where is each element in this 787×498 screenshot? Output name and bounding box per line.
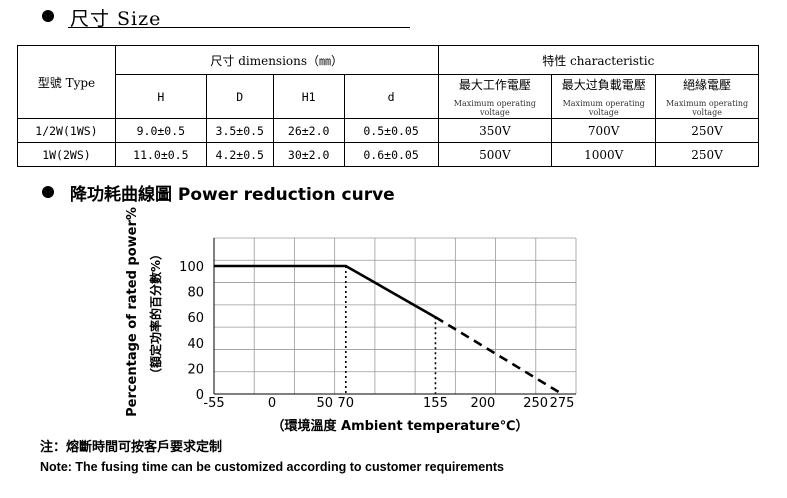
characteristic-header: 特性 characteristic [437, 45, 760, 75]
note-english: Note: The fusing time can be customized … [40, 460, 504, 474]
y-tick-labels: 0 20 40 60 80 100 [179, 260, 204, 403]
dim-col-h: H [114, 74, 207, 119]
chart-guides [345, 266, 437, 394]
char-col-label: 最大过負載電壓 [561, 78, 646, 92]
y-tick-label: 60 [187, 311, 204, 326]
cell-insulation-voltage: 250V [655, 118, 759, 143]
x-tick-label: 50 [316, 396, 333, 411]
derating-line-dashed [434, 316, 563, 396]
cell-d: 4.2±0.5 [205, 142, 274, 167]
section-title-curve: 降功耗曲線圖 Power reduction curve [70, 185, 395, 205]
dim-col-d: D [205, 74, 274, 119]
char-col-max-voltage: 最大工作電壓 Maximum operating voltage [437, 74, 553, 119]
char-col-sub: Maximum operating voltage [453, 99, 537, 117]
x-axis-label: （環境溫度 Ambient temperature℃） [271, 418, 528, 434]
char-col-sub: Maximum operating voltage [562, 99, 645, 117]
x-tick-label: 70 [338, 396, 355, 411]
cell-overload-voltage: 1000V [551, 142, 657, 167]
chart-grid [213, 237, 577, 395]
chart-lines [214, 264, 563, 396]
x-tick-label: 275 [550, 396, 575, 411]
cell-max-voltage: 350V [437, 118, 553, 143]
cell-h1: 30±2.0 [272, 142, 345, 167]
y-axis-label-cn: （額定功率的百分數%） [148, 248, 163, 380]
dim-col-wire-d: d [343, 74, 439, 119]
cell-h: 11.0±0.5 [114, 142, 207, 167]
title-underline [68, 27, 410, 28]
cell-d: 3.5±0.5 [205, 118, 274, 143]
bullet-icon [42, 10, 54, 22]
x-tick-label: 250 [523, 396, 548, 411]
char-col-overload-voltage: 最大过負載電壓 Maximum operating voltage [551, 74, 657, 119]
y-tick-label: 80 [187, 286, 204, 301]
cell-h1: 26±2.0 [272, 118, 345, 143]
char-col-insulation-voltage: 絕緣電壓 Maximum operating voltage [655, 74, 759, 119]
cell-overload-voltage: 700V [551, 118, 657, 143]
char-col-label: 絕緣電壓 [683, 78, 732, 92]
dim-col-h1: H1 [272, 74, 345, 119]
y-tick-label: 20 [187, 362, 204, 377]
cell-wire-d: 0.6±0.05 [343, 142, 439, 167]
cell-type: 1W(2WS) [17, 142, 116, 167]
dimensions-header: 尺寸 dimensions（㎜） [114, 45, 439, 75]
derating-line-solid [214, 264, 437, 319]
spec-table: 型號 Type 尺寸 dimensions（㎜） 特性 characterist… [17, 45, 760, 167]
char-col-label: 最大工作電壓 [458, 78, 531, 92]
cell-max-voltage: 500V [437, 142, 553, 167]
x-tick-label: 200 [470, 396, 495, 411]
y-tick-label: 0 [196, 388, 204, 403]
bullet-icon [42, 186, 54, 198]
table-row: 1/2W(1WS) 9.0±0.5 3.5±0.5 26±2.0 0.5±0.0… [17, 118, 759, 143]
y-tick-label: 40 [187, 337, 204, 352]
char-col-sub: Maximum operating voltage [665, 99, 749, 117]
x-tick-label: -55 [203, 396, 224, 411]
type-header: 型號 Type [17, 45, 116, 119]
cell-h: 9.0±0.5 [114, 118, 207, 143]
cell-insulation-voltage: 250V [655, 142, 759, 167]
y-tick-label: 100 [179, 260, 204, 275]
x-tick-label: 0 [268, 396, 276, 411]
cell-wire-d: 0.5±0.05 [343, 118, 439, 143]
cell-type: 1/2W(1WS) [17, 118, 116, 143]
section-title-size: 尺寸 Size [70, 8, 162, 30]
note-chinese: 注：熔斷時間可按客戶要求定制 [40, 440, 223, 455]
y-axis-label: Percentage of rated power% [125, 207, 140, 417]
table-row: 1W(2WS) 11.0±0.5 4.2±0.5 30±2.0 0.6±0.05… [17, 142, 759, 167]
x-tick-label: 155 [423, 396, 448, 411]
